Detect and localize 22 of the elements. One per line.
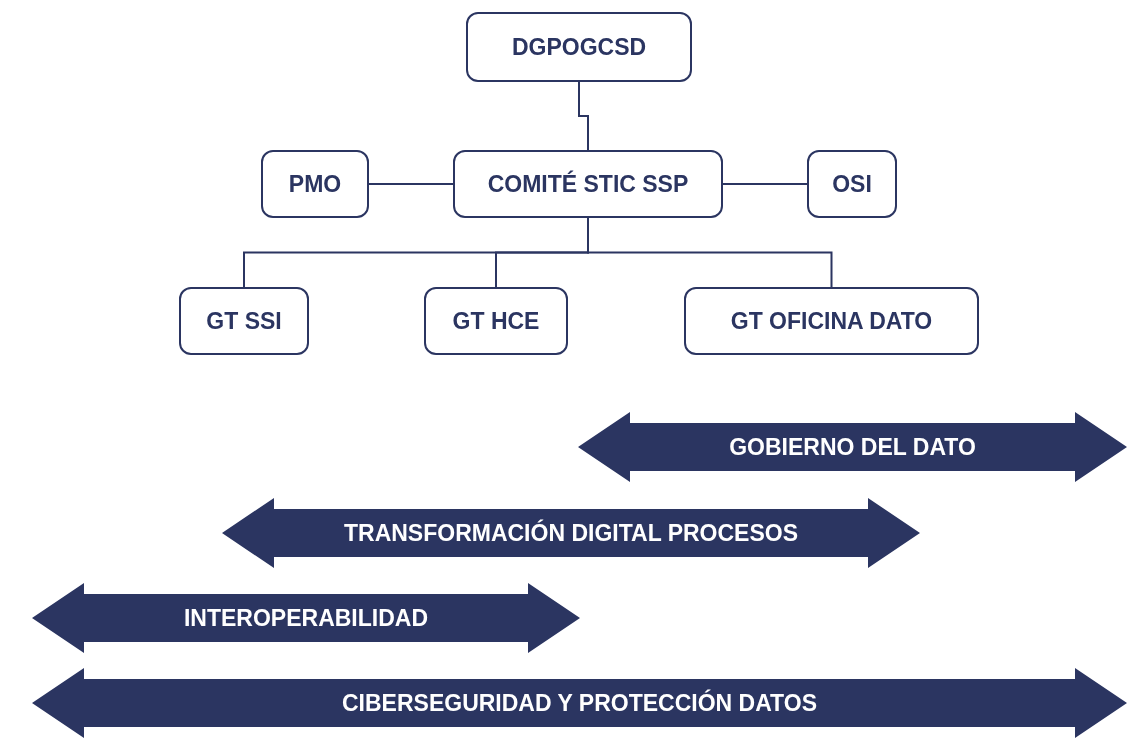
org-box: [424, 287, 568, 355]
org-label: PMO: [288, 170, 342, 198]
org-box: [684, 287, 979, 355]
connector-line: [722, 183, 808, 185]
band-label: CIBERSEGURIDAD Y PROTECCIÓN DATOS: [342, 689, 817, 717]
connector-line: [587, 217, 833, 288]
org-label: DGPOGCSD: [511, 33, 647, 61]
connector-line: [368, 183, 454, 185]
org-label: COMITÉ STIC SSP: [487, 170, 689, 198]
connector-line: [578, 81, 589, 151]
org-label: OSI: [832, 170, 872, 198]
org-box: [453, 150, 723, 218]
org-label: GT HCE: [452, 307, 540, 335]
org-box: [179, 287, 309, 355]
band-label: INTEROPERABILIDAD: [183, 604, 429, 632]
band-label: TRANSFORMACIÓN DIGITAL PROCESOS: [343, 519, 799, 547]
org-label: GT OFICINA DATO: [730, 307, 933, 335]
band-label: GOBIERNO DEL DATO: [729, 433, 976, 461]
org-box: [466, 12, 692, 82]
org-box: [807, 150, 897, 218]
org-box: [261, 150, 369, 218]
org-label: GT SSI: [206, 307, 282, 335]
